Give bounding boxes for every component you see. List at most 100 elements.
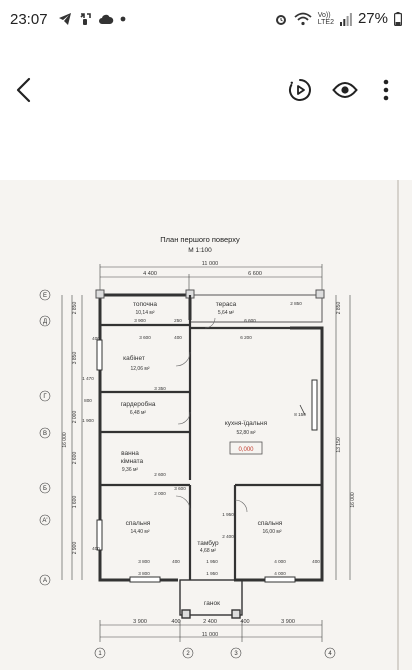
viewer-toolbar — [0, 60, 412, 120]
dim-inner-16: 4 000 — [274, 571, 286, 576]
axis-row-a: А — [43, 578, 47, 584]
axis-row-a-prime: А' — [42, 518, 47, 524]
dim-inner-13: 2 600 — [154, 472, 166, 477]
room-porch-name: ганок — [204, 600, 220, 607]
battery-icon — [394, 11, 402, 26]
dim-bottom-total: 11 000 — [202, 632, 218, 638]
room-bedroom1-area: 14,40 м² — [130, 529, 149, 535]
dim-left-total: 16 000 — [62, 432, 68, 448]
dim-inner-6: 6 200 — [240, 335, 252, 340]
dim-right-1: 2 850 — [336, 302, 342, 315]
plan-scale: М 1:100 — [188, 247, 212, 254]
dim-left-5: 1 600 — [72, 496, 78, 509]
dot-icon — [120, 16, 126, 22]
dim-inner-1: 250 — [174, 318, 182, 323]
room-tambur-area: 4,68 м² — [200, 548, 217, 554]
status-time: 23:07 — [10, 11, 48, 28]
room-terrace-name: тераса — [216, 301, 237, 308]
dim-top-left: 4 400 — [143, 271, 157, 277]
battery-percent: 27% — [357, 10, 388, 27]
dim-inner-22: 4 000 — [274, 559, 286, 564]
room-bath-area: 9,36 м² — [122, 467, 139, 473]
eye-icon — [332, 82, 358, 98]
more-options-button[interactable] — [368, 72, 404, 108]
axis-col-1: 1 — [98, 651, 102, 657]
lte-label-top: Vo)) — [317, 11, 331, 19]
status-bar: 23:07 Vo)) LTE2 27% — [0, 0, 412, 42]
dim-inner-4: 3 600 — [139, 335, 151, 340]
dim-top-total: 11 000 — [202, 261, 218, 267]
dim-left-3: 2 000 — [72, 411, 78, 424]
floor-plan-drawing: План першого поверху М 1:100 11 000 4 40… — [0, 180, 412, 670]
cloud-icon — [99, 14, 114, 24]
room-toilet-area: 10,14 м² — [135, 310, 154, 316]
axis-row-g: Г — [43, 394, 47, 400]
dim-bottom-a: 3 900 — [133, 619, 147, 625]
axis-row-e: Е — [43, 293, 47, 299]
axis-row-d: Д — [43, 319, 47, 325]
dim-bottom-d: 400 — [240, 619, 249, 625]
dim-inner-20: 2 850 — [290, 301, 302, 306]
room-terrace-area: 5,64 м² — [218, 310, 235, 316]
room-toilet-name: топочна — [133, 301, 157, 308]
room-office-area: 12,06 м² — [130, 366, 149, 372]
dim-bottom-e: 3 900 — [281, 619, 295, 625]
alarm-icon — [275, 14, 286, 25]
dim-inner-8: 800 — [84, 398, 92, 403]
dim-inner-23: 400 — [172, 559, 180, 564]
room-wardrobe-area: 6,48 м² — [130, 410, 147, 416]
telegram-icon — [59, 13, 71, 25]
lte-label-bottom: LTE2 — [317, 18, 334, 26]
room-wardrobe-name: гардеробна — [121, 400, 156, 408]
dim-inner-25: 1 950 — [206, 559, 218, 564]
image-viewer[interactable]: План першого поверху М 1:100 11 000 4 40… — [0, 180, 412, 670]
axis-col-4: 4 — [328, 651, 332, 657]
dim-right-2: 13 150 — [336, 437, 342, 453]
room-bath-line1: ванна — [121, 450, 139, 457]
dim-left-2: 3 850 — [72, 352, 78, 365]
dim-inner-7: 1 470 — [82, 376, 94, 381]
back-arrow-icon — [16, 77, 31, 103]
axis-col-3: 3 — [234, 651, 238, 657]
dim-inner-9: 1 900 — [82, 418, 94, 423]
room-kitchen-name: кухня-їдальня — [225, 420, 268, 427]
axis-row-v: В — [43, 431, 47, 437]
axis-col-2: 2 — [186, 651, 190, 657]
dim-bottom-c: 2 400 — [203, 619, 217, 625]
axis-row-b: Б — [43, 486, 47, 492]
room-bath-line2: кімната — [121, 457, 144, 465]
view-eye-button[interactable] — [327, 72, 363, 108]
wifi-icon — [294, 12, 312, 25]
dim-inner-26: 400 — [312, 559, 320, 564]
room-bedroom2-name: спальня — [258, 520, 283, 527]
dim-inner-19: 400 — [92, 546, 100, 551]
room-bedroom2-area: 16,00 м² — [262, 529, 281, 535]
dim-inner-10: 8 150 — [294, 412, 306, 417]
dim-inner-2: 6 600 — [244, 318, 256, 323]
dim-inner-15: 1 950 — [206, 571, 218, 576]
motion-photo-button[interactable] — [282, 72, 318, 108]
room-tambur-name: тамбур — [197, 539, 219, 547]
plan-title: План першого поверху — [160, 235, 240, 244]
dim-inner-24: 3 800 — [138, 559, 150, 564]
dim-left-4: 2 600 — [72, 452, 78, 465]
dim-right-total: 16 000 — [350, 492, 356, 508]
dim-bottom-b: 400 — [171, 619, 180, 625]
dim-inner-0: 3 900 — [134, 318, 146, 323]
dim-inner-11: 2 000 — [154, 491, 166, 496]
room-kitchen-area: 52,80 м² — [236, 430, 255, 436]
level-mark-box — [229, 441, 263, 455]
dim-inner-14: 3 800 — [138, 571, 150, 576]
level-mark: 0,000 — [238, 447, 254, 453]
back-button[interactable] — [6, 72, 42, 108]
lte-label: Vo)) LTE2 — [318, 12, 334, 26]
dim-left-6: 2 900 — [72, 542, 78, 555]
dim-inner-5: 400 — [174, 335, 182, 340]
dim-left-1: 2 850 — [72, 302, 78, 315]
dim-top-right: 6 600 — [248, 271, 262, 277]
system-icons: Vo)) LTE2 27% — [274, 10, 402, 27]
notification-icons — [58, 12, 126, 26]
floor-plan-sheet: План першого поверху М 1:100 11 000 4 40… — [0, 180, 412, 670]
missed-call-icon — [80, 13, 91, 25]
dim-inner-12: 3 350 — [154, 386, 166, 391]
